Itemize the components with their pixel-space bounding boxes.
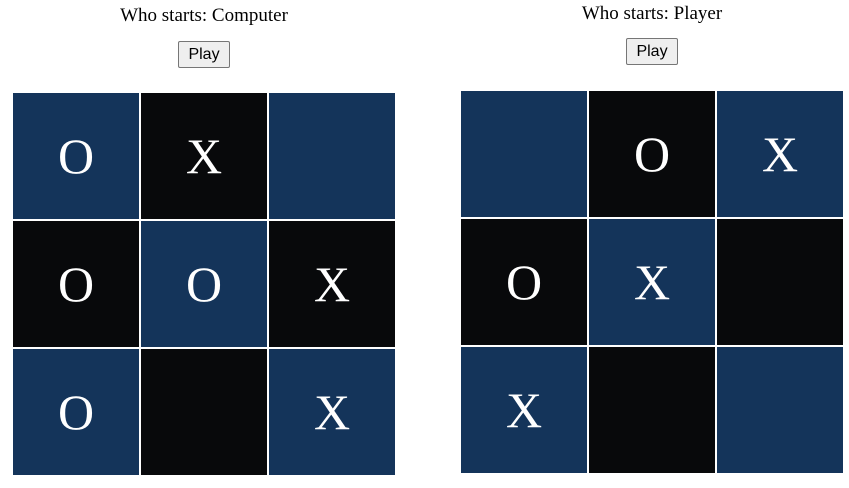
board-cell-r3c1[interactable]: O bbox=[13, 349, 139, 475]
board-cell-r3c2[interactable] bbox=[589, 347, 715, 473]
board-cell-r2c1[interactable]: O bbox=[461, 219, 587, 345]
board-cell-r1c3[interactable]: X bbox=[717, 91, 843, 217]
tic-tac-toe-board: O X O X X bbox=[461, 91, 843, 473]
board-cell-r1c1[interactable] bbox=[461, 91, 587, 217]
board-cell-r1c2[interactable]: X bbox=[141, 93, 267, 219]
board-cell-r2c3[interactable] bbox=[717, 219, 843, 345]
play-button[interactable]: Play bbox=[178, 41, 230, 68]
board-cell-r2c2[interactable]: X bbox=[589, 219, 715, 345]
board-cell-r2c1[interactable]: O bbox=[13, 221, 139, 347]
who-starts-label: Who starts: Player bbox=[581, 3, 723, 24]
tic-tac-toe-board: O X O O X O X bbox=[13, 93, 395, 475]
board-cell-r2c2[interactable]: O bbox=[141, 221, 267, 347]
board-cell-r1c2[interactable]: O bbox=[589, 91, 715, 217]
play-button[interactable]: Play bbox=[626, 38, 678, 65]
board-cell-r3c3[interactable] bbox=[717, 347, 843, 473]
board-cell-r1c1[interactable]: O bbox=[13, 93, 139, 219]
board-cell-r3c3[interactable]: X bbox=[269, 349, 395, 475]
board-cell-r2c3[interactable]: X bbox=[269, 221, 395, 347]
board-cell-r3c2[interactable] bbox=[141, 349, 267, 475]
board-cell-r1c3[interactable] bbox=[269, 93, 395, 219]
who-starts-label: Who starts: Computer bbox=[120, 5, 288, 26]
board-cell-r3c1[interactable]: X bbox=[461, 347, 587, 473]
